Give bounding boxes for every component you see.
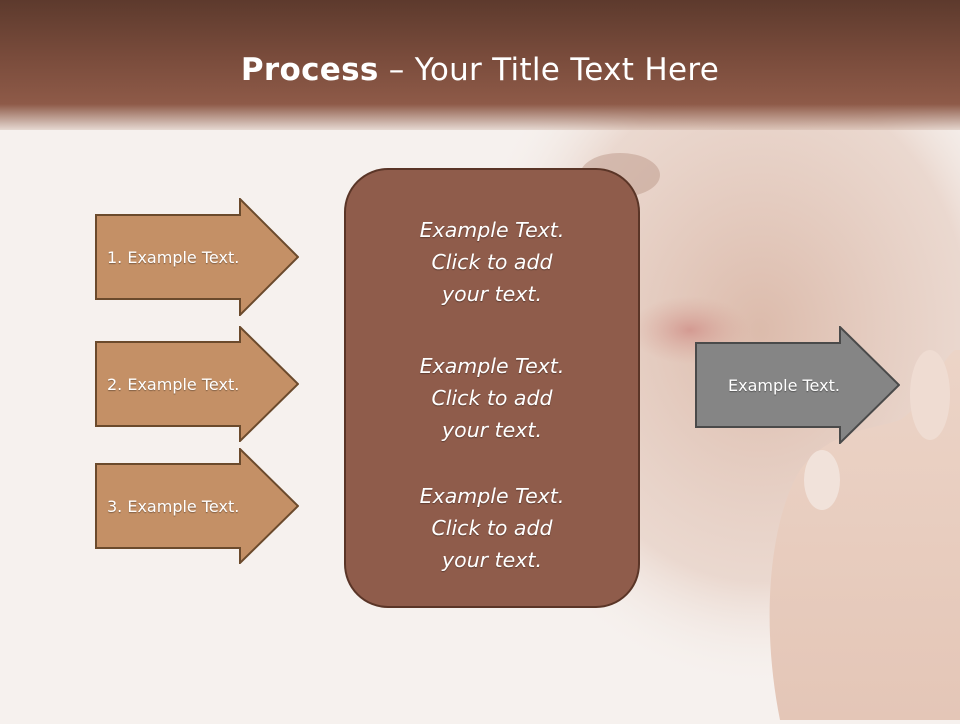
- panel-text-block-2[interactable]: Example Text. Click to add your text.: [346, 350, 638, 446]
- step-arrow-1[interactable]: 1. Example Text.: [95, 198, 299, 316]
- slide-title[interactable]: Process – Your Title Text Here: [0, 52, 960, 88]
- panel-line: Click to add: [431, 386, 553, 410]
- panel-line: Click to add: [431, 250, 553, 274]
- title-bold: Process: [240, 52, 379, 88]
- step-label-3: 3. Example Text.: [107, 496, 240, 516]
- title-banner: [0, 0, 960, 130]
- center-text-panel[interactable]: Example Text. Click to add your text. Ex…: [344, 168, 640, 608]
- title-rest: – Your Title Text Here: [378, 52, 720, 88]
- step-arrow-3[interactable]: 3. Example Text.: [95, 448, 299, 564]
- step-label-1: 1. Example Text.: [107, 247, 240, 267]
- step-label-2: 2. Example Text.: [107, 374, 240, 394]
- panel-line: Example Text.: [419, 354, 565, 378]
- panel-text-block-1[interactable]: Example Text. Click to add your text.: [346, 214, 638, 310]
- panel-line: Click to add: [431, 516, 553, 540]
- panel-line: your text.: [442, 548, 542, 572]
- result-label: Example Text.: [728, 375, 840, 395]
- result-arrow[interactable]: Example Text.: [695, 326, 900, 444]
- panel-text-block-3[interactable]: Example Text. Click to add your text.: [346, 480, 638, 576]
- step-arrow-2[interactable]: 2. Example Text.: [95, 326, 299, 442]
- panel-line: your text.: [442, 282, 542, 306]
- panel-line: Example Text.: [419, 218, 565, 242]
- panel-line: your text.: [442, 418, 542, 442]
- panel-line: Example Text.: [419, 484, 565, 508]
